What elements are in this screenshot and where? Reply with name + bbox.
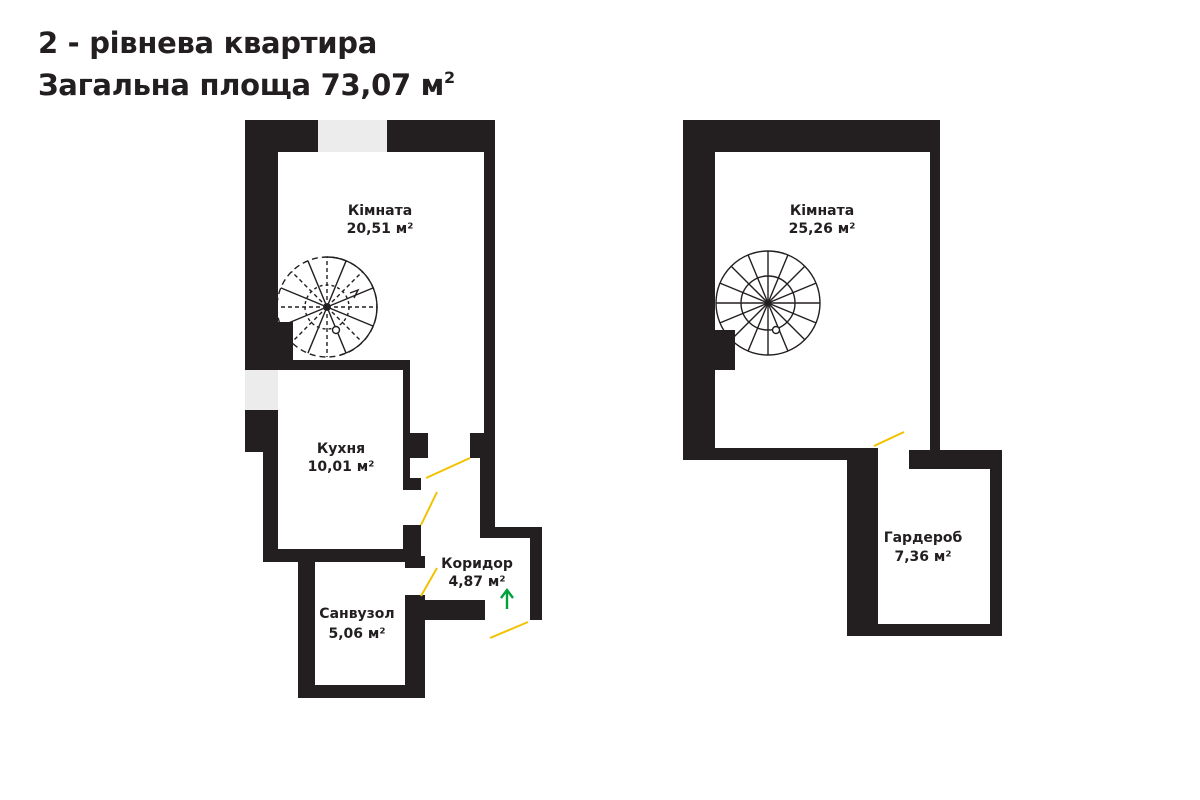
kitchen-area: 10,01 м²: [308, 459, 375, 475]
upper-room-walls: [683, 120, 940, 460]
stair-spokes: [277, 257, 377, 357]
stair-step: [719, 282, 769, 304]
area-superscript: 2: [444, 68, 455, 87]
wall-wardrobe-bottom: [847, 624, 1002, 636]
stair-step: [730, 302, 769, 341]
page-title: 2 - рівнева квартира: [38, 26, 377, 60]
stair-step: [326, 306, 363, 343]
wall-left-kitchen-b: [263, 450, 278, 562]
kitchen-name: Кухня: [317, 441, 365, 457]
spiral-staircase-upper: [715, 250, 821, 356]
stair-solid-arc: [326, 256, 378, 356]
room-upper-area: 25,26 м²: [789, 221, 856, 237]
wardrobe-name: Гардероб: [884, 530, 963, 546]
wall-corridor-bottom: [420, 600, 485, 620]
total-area-heading: Загальна площа 73,07 м2: [38, 68, 455, 102]
wall-upper-left: [683, 120, 715, 460]
lower-level-plan: Кімната 20,51 м² Кухня 10,01 м² Коридор …: [245, 120, 542, 698]
room-lower-area: 20,51 м²: [347, 221, 414, 237]
wall-kitchen-jamb-mid: [403, 478, 421, 490]
stair-step: [326, 260, 347, 308]
bathroom-name: Санвузол: [319, 606, 394, 622]
stair-step: [767, 302, 817, 324]
spiral-staircase-lower: [276, 256, 378, 358]
wall-right-main: [484, 120, 495, 460]
room-upper-name: Кімната: [790, 203, 854, 219]
stair-step: [767, 282, 817, 304]
wall-bath-right: [405, 595, 425, 698]
wall-kitchen-jamb-low: [403, 525, 421, 562]
door-kitchen: [420, 491, 438, 526]
stair-step: [307, 306, 328, 354]
lower-room-walls: [245, 120, 495, 562]
door-bathroom: [420, 567, 438, 597]
stair-step: [280, 287, 328, 308]
door-wardrobe: [873, 431, 905, 447]
wall-top-right: [387, 120, 495, 152]
stair-niche-wall: [275, 322, 293, 370]
stair-step: [326, 271, 363, 308]
room-lower-name: Кімната: [348, 203, 412, 219]
lower-doors: [420, 457, 529, 639]
door-entrance: [489, 621, 529, 639]
wall-wardrobe-top: [909, 450, 1002, 469]
total-area-text: Загальна площа 73,07 м: [38, 68, 445, 102]
wall-upper-right: [930, 120, 940, 450]
bathroom-walls: [298, 556, 425, 698]
wall-left-kitchen-a: [245, 410, 278, 452]
stair-post: [771, 325, 781, 335]
corridor-walls: [420, 458, 542, 620]
wall-upper-bottom: [683, 448, 878, 460]
wardrobe-walls: [847, 448, 1002, 636]
wall-corridor-step: [480, 527, 542, 538]
stair-step: [747, 302, 769, 352]
bathroom-area: 5,06 м²: [329, 626, 386, 642]
arrow-up-icon: [500, 588, 514, 609]
upper-level-plan: Кімната 25,26 м² Гардероб 7,36 м²: [683, 120, 1002, 636]
wall-room-kitchen: [275, 360, 408, 370]
wall-bath-top-jamb: [405, 556, 425, 568]
stair-step: [326, 306, 374, 327]
stair-step: [767, 302, 806, 341]
stair-direction-icon: [349, 288, 360, 299]
stair-step: [747, 254, 769, 304]
stair-step: [730, 265, 769, 304]
corridor-area: 4,87 м²: [449, 574, 506, 590]
wall-left-upper: [245, 120, 278, 370]
wall-corridor-right-lower: [530, 527, 542, 620]
wall-wardrobe-left: [847, 448, 878, 636]
stair-step: [291, 306, 328, 343]
wall-wardrobe-right: [990, 450, 1002, 636]
window-left: [245, 370, 278, 410]
stair-step: [307, 260, 328, 308]
stair-niche-upper: [713, 330, 735, 370]
wall-right-jamb: [470, 433, 495, 458]
wall-upper-top: [683, 120, 940, 152]
wardrobe-area: 7,36 м²: [895, 549, 952, 565]
corridor-name: Коридор: [441, 556, 513, 572]
wall-kitchen-jamb-top: [403, 433, 428, 458]
wall-bath-bottom: [298, 685, 425, 698]
wall-kitchen-right: [403, 360, 410, 488]
wall-bath-left: [298, 556, 315, 698]
stair-step: [280, 306, 328, 327]
stair-post: [331, 325, 341, 335]
window-top: [318, 120, 387, 152]
stair-step: [291, 271, 328, 308]
stair-step: [767, 254, 789, 304]
stair-step: [767, 265, 806, 304]
door-room-corridor: [425, 457, 471, 479]
wall-corridor-right-upper: [480, 458, 495, 538]
stair-step: [326, 287, 374, 308]
stair-spokes: [716, 251, 820, 355]
wall-kitchen-bottom: [263, 549, 420, 562]
title-text: 2 - рівнева квартира: [38, 26, 377, 60]
stair-step: [719, 302, 769, 324]
